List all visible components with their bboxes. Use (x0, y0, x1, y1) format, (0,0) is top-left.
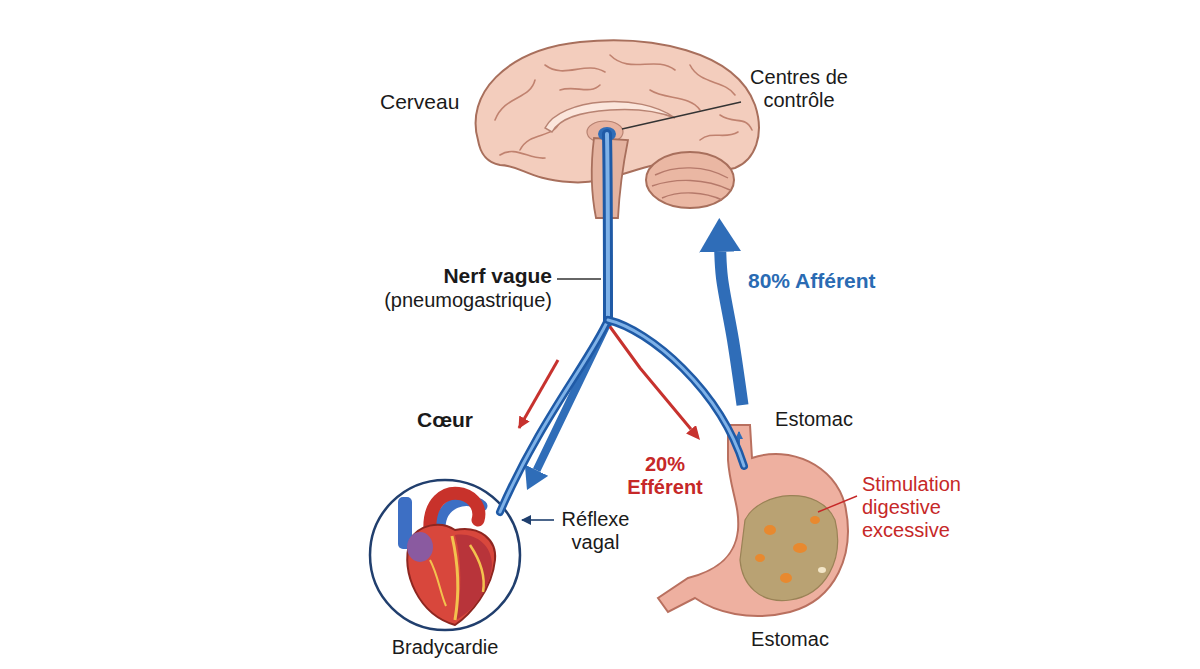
organ-label: Cœur (365, 408, 525, 432)
stomach-organ: EstomacEstomac (700, 405, 862, 655)
nerve-sublabel: (pneumogastrique) (352, 289, 552, 312)
cerebellum-folia (652, 168, 730, 200)
heart-body (407, 525, 495, 625)
gyrus-line (610, 55, 675, 70)
nerve-trunk-core (607, 134, 608, 322)
stomach-contents (740, 496, 838, 601)
food-particle (780, 573, 792, 583)
leader-line (818, 496, 857, 512)
percentage-label: 80% Afférent (745, 268, 901, 294)
brain-illustration (476, 40, 759, 218)
folia-line (662, 193, 722, 200)
nerve-trunk (607, 134, 608, 322)
nerve-branch-heart (500, 320, 608, 512)
leader-arrow (522, 519, 554, 521)
gyrus-line (500, 152, 545, 159)
nerve-branch-heart-core (500, 320, 608, 512)
food-particle (810, 516, 820, 524)
leader-line (622, 102, 741, 129)
folia-line (655, 168, 728, 178)
vagus-nerve (500, 134, 744, 512)
food-particle (755, 554, 765, 562)
gyrus-line (545, 65, 605, 72)
gyrus-line (560, 85, 600, 90)
leader-line (557, 278, 601, 279)
organ-label: Estomac (768, 408, 860, 431)
nerve-branch-stomach (608, 320, 744, 466)
organ-label: Estomac (740, 628, 840, 651)
gyrus-line (700, 132, 738, 140)
food-particle (764, 525, 776, 535)
right-atrium (407, 532, 433, 562)
reflex-label: Réflexe vagal (553, 508, 638, 554)
gyrus-line (720, 115, 752, 130)
heart-circle: CœurBradycardie (365, 405, 527, 662)
warning-label: Stimulation digestive excessive (862, 473, 992, 542)
coronary-artery (452, 536, 458, 620)
food-particle (818, 567, 826, 573)
effect-label: Bradycardie (365, 636, 525, 659)
heart-ventricle (455, 535, 492, 620)
brain-region: Cerveau (375, 40, 765, 218)
efferent-arrow (519, 360, 558, 428)
gyrus-line (650, 90, 700, 110)
folia-line (652, 180, 730, 190)
gyrus-line (495, 80, 535, 120)
nerve-label: Nerf vague (392, 264, 552, 288)
heart-circle-outline (370, 480, 520, 630)
coronary-artery (470, 545, 484, 592)
percentage-label: 20% Efférent (612, 452, 718, 500)
coronary-artery (430, 560, 446, 606)
organ-label: Cerveau (380, 90, 490, 114)
gyrus-line (690, 65, 735, 95)
cerebellum (646, 152, 734, 208)
afferent-arrow (720, 252, 742, 405)
nerve-branch-stomach-core (608, 320, 744, 466)
callout-label: Centres de contrôle (735, 66, 863, 112)
heart-illustration (370, 480, 520, 630)
food-particle (793, 543, 807, 553)
